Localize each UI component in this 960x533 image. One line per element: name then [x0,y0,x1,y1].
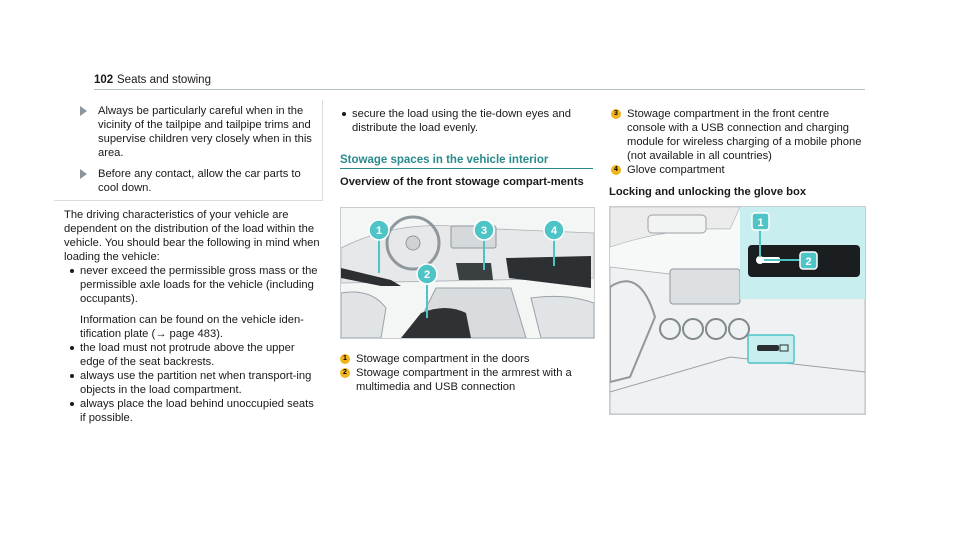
list-item: always place the load behind unoccupied … [80,398,314,424]
callout-1: 1 [368,219,390,241]
section-title: Seats and stowing [117,74,211,86]
arrow-right-icon [80,169,87,179]
warning-note: Always be particularly careful when in t… [98,105,312,159]
arrow-right-icon [80,106,87,116]
bullet-dot [70,374,74,378]
page-number: 102 [94,74,114,86]
legend-number: 1 [340,354,350,364]
subsection-heading: Locking and unlocking the glove box [609,186,807,198]
list-item: never exceed the permissible gross mass … [80,265,318,305]
callout-2: 2 [799,251,818,270]
legend-text: Glove compartment [627,164,725,176]
svg-text:3: 3 [481,225,487,237]
legend-number: 2 [340,368,350,378]
svg-text:4: 4 [551,225,558,237]
svg-text:1: 1 [376,225,382,237]
list-item: the load must not protrude above the upp… [80,342,295,368]
interior-drawing: 1 2 3 4 [341,208,594,338]
warning-note: Before any contact, allow the car parts … [98,168,301,194]
loading-intro: The driving characteristics of your vehi… [64,209,320,263]
glovebox-drawing: 1 2 [610,207,865,414]
legend-text: Stowage compartment in the doors [356,353,530,365]
svg-text:2: 2 [805,256,811,268]
list-item: secure the load using the tie-down eyes … [352,108,571,134]
legend-number: 4 [611,165,621,175]
warning-box [54,100,323,201]
heading-rule [340,168,593,169]
bullet-dot [70,346,74,350]
list-item: always use the partition net when transp… [80,370,312,396]
svg-text:1: 1 [757,217,763,229]
header-rule [94,89,865,90]
callout-4: 4 [543,219,565,241]
subsection-heading: Overview of the front stowage compart-me… [340,176,584,188]
legend-text: Stowage compartment in the armrest with … [356,367,572,393]
bullet-dot [70,269,74,273]
glovebox-illustration: 1 2 [609,206,866,415]
svg-text:2: 2 [424,269,430,281]
bullet-dot [342,112,346,116]
interior-illustration: 1 2 3 4 [340,207,595,339]
callout-2: 2 [416,263,438,285]
bullet-dot [70,402,74,406]
legend-number: 3 [611,109,621,119]
info-text: Information can be found on the vehicle … [80,314,304,340]
legend-text: Stowage compartment in the front centre … [627,108,862,162]
callout-1: 1 [751,212,770,231]
callout-3: 3 [473,219,495,241]
section-heading: Stowage spaces in the vehicle interior [340,154,549,166]
